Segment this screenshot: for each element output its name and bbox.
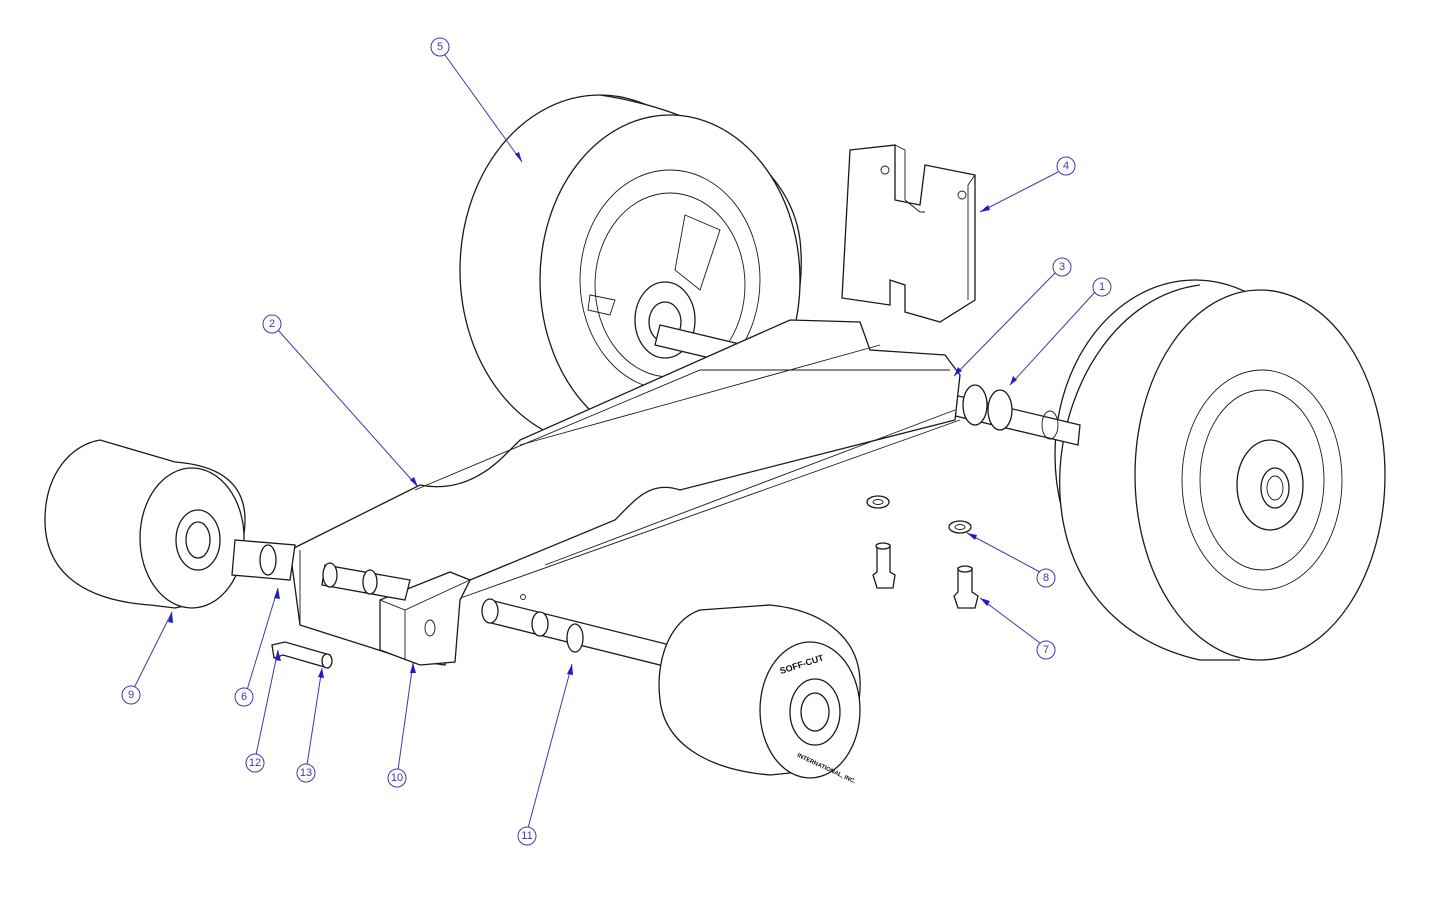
pin-bolt bbox=[271, 641, 333, 669]
balloon-7-label: 7 bbox=[1043, 644, 1049, 656]
leader-lines bbox=[133, 54, 1096, 829]
balloon-11-label: 11 bbox=[521, 830, 532, 842]
balloon-11: 11 bbox=[517, 826, 537, 846]
balloon-3-label: 3 bbox=[1059, 261, 1065, 273]
balloon-5: 5 bbox=[430, 37, 450, 57]
leader-arrowheads bbox=[168, 152, 1017, 678]
balloon-5-label: 5 bbox=[437, 41, 443, 53]
small-roller-left bbox=[44, 439, 296, 609]
bracket-block bbox=[841, 144, 976, 323]
balloon-1-label: 1 bbox=[1099, 281, 1105, 293]
balloon-2: 2 bbox=[262, 314, 282, 334]
balloon-2-label: 2 bbox=[269, 318, 275, 330]
balloon-9: 9 bbox=[121, 685, 141, 705]
washer-left bbox=[866, 495, 890, 509]
hex-bolt-left bbox=[872, 542, 896, 589]
balloon-1: 1 bbox=[1092, 277, 1112, 297]
large-wheel-front bbox=[1054, 279, 1386, 661]
balloon-6-label: 6 bbox=[241, 691, 247, 703]
balloon-6: 6 bbox=[234, 687, 254, 707]
balloon-8: 8 bbox=[1036, 568, 1056, 588]
balloon-4: 4 bbox=[1056, 156, 1076, 176]
small-roller-front: SOFF-CUT INTERNATIONAL, INC. bbox=[658, 604, 861, 785]
balloon-12-label: 12 bbox=[249, 757, 261, 769]
lower-rear-shaft bbox=[321, 562, 411, 601]
balloon-3: 3 bbox=[1052, 257, 1072, 277]
washer-right bbox=[948, 520, 972, 534]
balloon-9-label: 9 bbox=[128, 689, 134, 701]
balloon-7: 7 bbox=[1036, 640, 1056, 660]
hex-bolt-right bbox=[953, 565, 979, 609]
balloon-8-label: 8 bbox=[1043, 572, 1049, 584]
balloon-13-label: 13 bbox=[300, 767, 312, 779]
balloon-10-label: 10 bbox=[391, 772, 403, 784]
balloon-13: 13 bbox=[296, 763, 316, 783]
balloon-10: 10 bbox=[387, 768, 407, 788]
balloon-12: 12 bbox=[245, 753, 265, 773]
lower-front-shaft bbox=[481, 598, 691, 673]
balloon-4-label: 4 bbox=[1063, 160, 1069, 172]
